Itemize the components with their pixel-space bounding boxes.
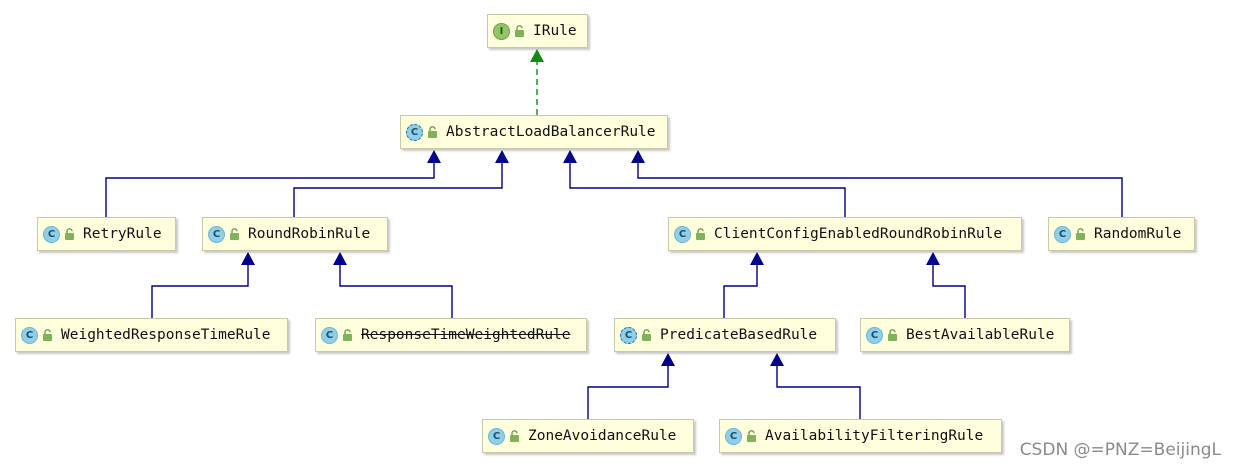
public-lock-icon	[427, 126, 438, 138]
arrowhead-icon	[427, 150, 441, 163]
public-lock-icon	[1075, 228, 1086, 240]
abstract-class-icon: C	[620, 326, 637, 344]
edge-random-to-abstract	[631, 150, 1123, 217]
class-icon: C	[208, 225, 225, 243]
extends-line	[587, 366, 669, 419]
interface-icon: I	[493, 22, 510, 40]
class-name: RoundRobinRule	[248, 226, 371, 242]
class-name: ClientConfigEnabledRoundRobinRule	[714, 226, 1003, 242]
public-lock-icon	[42, 329, 53, 341]
class-icon: C	[21, 326, 38, 344]
extends-line	[339, 265, 453, 318]
extends-line	[932, 265, 966, 318]
class-node-abstract[interactable]: C AbstractLoadBalancerRule	[400, 115, 668, 149]
class-node-clientconfig[interactable]: C ClientConfigEnabledRoundRobinRule	[668, 217, 1022, 251]
extends-line	[569, 163, 846, 217]
class-node-predicate[interactable]: C PredicateBasedRule	[614, 318, 836, 352]
class-name: BestAvailableRule	[906, 327, 1055, 343]
class-icon: C	[488, 427, 505, 445]
edge-bestavailable-to-clientconfig	[926, 252, 966, 318]
class-node-irule[interactable]: I IRule	[487, 14, 588, 48]
edge-weighted-to-roundrobin	[151, 252, 255, 318]
class-icon: C	[1054, 225, 1071, 243]
extends-line	[293, 163, 503, 217]
class-name: IRule	[533, 23, 577, 39]
class-icon: C	[725, 427, 742, 445]
class-name: PredicateBasedRule	[660, 327, 818, 343]
arrowhead-icon	[241, 252, 255, 265]
class-icon: C	[674, 225, 691, 243]
public-lock-icon	[342, 329, 353, 341]
class-icon: C	[321, 326, 338, 344]
class-name: AvailabilityFilteringRule	[765, 428, 984, 444]
extends-line	[637, 163, 1123, 217]
class-name: WeightedResponseTimeRule	[61, 327, 271, 343]
extends-line	[151, 265, 249, 318]
class-node-responsetime[interactable]: C ResponseTimeWeightedRule	[315, 318, 587, 352]
class-node-random[interactable]: C RandomRule	[1048, 217, 1195, 251]
class-node-availability[interactable]: C AvailabilityFilteringRule	[719, 419, 1002, 453]
edge-predicate-to-clientconfig	[723, 252, 764, 318]
edge-responsetime-to-roundrobin	[333, 252, 453, 318]
public-lock-icon	[514, 25, 525, 37]
edge-availability-to-predicate	[770, 353, 861, 419]
edge-roundrobin-to-abstract	[293, 150, 509, 217]
public-lock-icon	[887, 329, 898, 341]
arrowhead-icon	[631, 150, 645, 163]
public-lock-icon	[746, 430, 757, 442]
class-node-retry[interactable]: C RetryRule	[37, 217, 176, 251]
public-lock-icon	[641, 329, 652, 341]
class-name: ZoneAvoidanceRule	[528, 428, 677, 444]
edge-zoneavoidance-to-predicate	[587, 353, 675, 419]
arrowhead-icon	[661, 353, 675, 366]
arrowhead-icon	[770, 353, 784, 366]
edge-abstract-to-irule	[530, 49, 544, 115]
class-icon: C	[866, 326, 883, 344]
arrowhead-icon	[750, 252, 764, 265]
arrowhead-icon	[563, 150, 577, 163]
extends-line	[776, 366, 861, 419]
class-node-roundrobin[interactable]: C RoundRobinRule	[202, 217, 388, 251]
class-name: RetryRule	[83, 226, 162, 242]
arrowhead-icon	[495, 150, 509, 163]
extends-line	[723, 265, 758, 318]
extends-line	[105, 163, 435, 217]
class-name: RandomRule	[1094, 226, 1182, 242]
class-icon: C	[43, 225, 60, 243]
class-name: ResponseTimeWeightedRule	[361, 327, 571, 343]
class-node-bestavailable[interactable]: C BestAvailableRule	[860, 318, 1070, 352]
public-lock-icon	[229, 228, 240, 240]
watermark: CSDN @=PNZ=BeijingL	[1019, 440, 1221, 460]
abstract-class-icon: C	[406, 123, 423, 141]
class-name: AbstractLoadBalancerRule	[446, 124, 656, 140]
public-lock-icon	[64, 228, 75, 240]
class-node-weighted[interactable]: C WeightedResponseTimeRule	[15, 318, 288, 352]
public-lock-icon	[695, 228, 706, 240]
edge-clientconfig-to-abstract	[563, 150, 846, 217]
arrowhead-icon	[926, 252, 940, 265]
class-node-zoneavoidance[interactable]: C ZoneAvoidanceRule	[482, 419, 694, 453]
arrowhead-icon	[333, 252, 347, 265]
public-lock-icon	[509, 430, 520, 442]
arrowhead-icon	[530, 49, 544, 62]
edge-retry-to-abstract	[105, 150, 441, 217]
